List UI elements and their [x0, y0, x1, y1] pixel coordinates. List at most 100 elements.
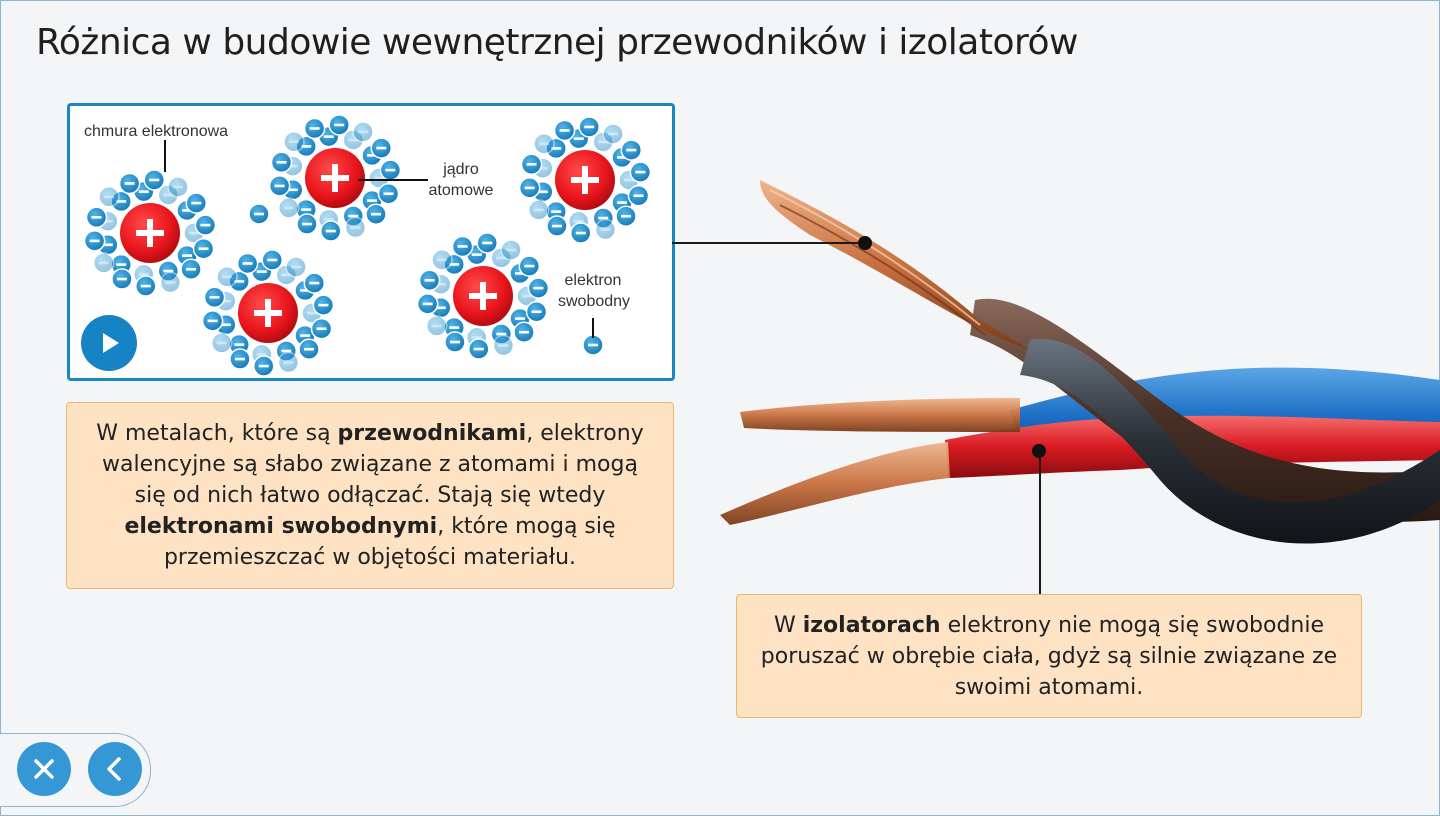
minus-sign	[457, 245, 468, 248]
minus-sign	[138, 190, 149, 193]
minus-sign	[588, 343, 598, 347]
electron-cloud-blur	[602, 123, 624, 145]
electron-cloud-blur	[527, 199, 550, 221]
conductor-pointer-line	[672, 242, 865, 244]
minus-sign	[276, 160, 287, 164]
minus-sign	[617, 201, 628, 204]
minus-sign	[598, 216, 609, 220]
minus-sign	[573, 137, 584, 140]
minus-sign	[281, 273, 292, 277]
electron-cloud-blur	[285, 256, 307, 278]
minus-sign	[234, 280, 245, 283]
minus-sign	[221, 275, 232, 279]
minus-sign	[274, 184, 285, 188]
minus-sign	[220, 299, 231, 303]
minus-sign	[371, 212, 382, 216]
minus-sign	[524, 264, 535, 268]
minus-sign	[551, 224, 562, 228]
minus-sign	[524, 186, 535, 190]
minus-sign	[116, 263, 127, 266]
electron-cloud-blur	[594, 218, 617, 241]
free-electron-label: elektron swobodny	[558, 270, 631, 312]
minus-sign	[138, 273, 149, 276]
electron-cloud-blur	[492, 334, 515, 357]
minus-sign	[367, 154, 378, 157]
close-button[interactable]	[17, 742, 71, 796]
play-animation-button[interactable]	[81, 315, 137, 371]
minus-sign	[323, 218, 334, 221]
minus-sign	[186, 267, 197, 271]
minus-sign	[325, 229, 336, 233]
minus-sign	[435, 282, 446, 286]
minus-sign	[522, 294, 532, 298]
minus-sign	[515, 272, 526, 275]
back-button[interactable]	[88, 742, 142, 796]
minus-sign	[309, 127, 320, 130]
minus-sign	[189, 231, 199, 235]
minus-sign	[116, 277, 127, 281]
minus-sign	[482, 241, 493, 245]
electron-cloud-blur	[283, 131, 305, 153]
minus-sign	[635, 170, 646, 174]
minus-sign	[348, 138, 359, 142]
minus-sign	[300, 334, 311, 337]
minus-sign	[182, 254, 193, 257]
minus-sign	[383, 192, 394, 196]
minus-sign	[515, 317, 526, 320]
electron-cloud-blur	[431, 249, 453, 271]
atom-diagram: chmura elektronowa jądro atomowe elektro…	[67, 103, 675, 381]
minus-sign	[600, 228, 611, 231]
play-icon	[103, 333, 119, 353]
electron-cloud-blur	[277, 197, 300, 219]
minus-sign	[519, 330, 530, 334]
minus-sign	[291, 265, 302, 269]
minus-sign	[163, 193, 174, 197]
electron-cloud-blur	[352, 121, 374, 143]
insulator-text-2: elektrony nie mogą się swobodnie porusza…	[760, 613, 1338, 700]
electron-cloud-blur	[167, 176, 189, 198]
minus-sign	[102, 243, 113, 247]
minus-sign	[256, 353, 267, 356]
plus-sign	[265, 299, 271, 327]
minus-sign	[234, 357, 245, 361]
minus-sign	[537, 166, 548, 170]
minus-sign	[287, 164, 298, 168]
plus-sign	[332, 164, 338, 192]
minus-sign	[559, 129, 570, 132]
minus-sign	[334, 123, 345, 127]
minus-sign	[471, 336, 482, 339]
minus-sign	[496, 256, 507, 260]
minus-sign	[182, 209, 193, 212]
plus-sign	[147, 219, 153, 247]
electron-cloud-blur	[425, 315, 448, 337]
minus-sign	[323, 135, 334, 138]
minus-sign	[124, 182, 135, 185]
minus-sign	[234, 343, 245, 346]
free-electron-label-line1: elektron	[564, 272, 622, 289]
minus-sign	[385, 168, 396, 172]
minus-sign	[140, 284, 151, 288]
conductor-text-2: , elektrony walencyjne są słabo związane…	[102, 421, 644, 508]
insulator-bold-1: izolatorach	[802, 613, 941, 638]
minus-sign	[526, 162, 537, 166]
electron-cloud-blur	[210, 332, 233, 354]
electron-cloud-blur	[159, 271, 182, 294]
nucleus-label-line1: jądro	[443, 161, 479, 178]
minus-sign	[173, 185, 184, 189]
minus-sign	[300, 289, 311, 292]
atom-diagram-canvas	[83, 114, 652, 377]
plus-sign	[582, 166, 588, 194]
minus-sign	[573, 220, 584, 223]
minus-sign	[471, 253, 482, 256]
minus-sign	[149, 178, 160, 182]
minus-sign	[91, 215, 102, 219]
minus-sign	[242, 262, 253, 265]
electron-cloud-blur	[92, 252, 115, 274]
minus-sign	[163, 269, 174, 273]
electron-cloud-blur	[277, 351, 300, 374]
minus-sign	[496, 332, 507, 336]
electron-cloud-blur	[344, 216, 367, 239]
minus-sign	[207, 319, 218, 323]
free-electron-label-line2: swobodny	[558, 293, 631, 310]
minus-sign	[533, 208, 544, 212]
